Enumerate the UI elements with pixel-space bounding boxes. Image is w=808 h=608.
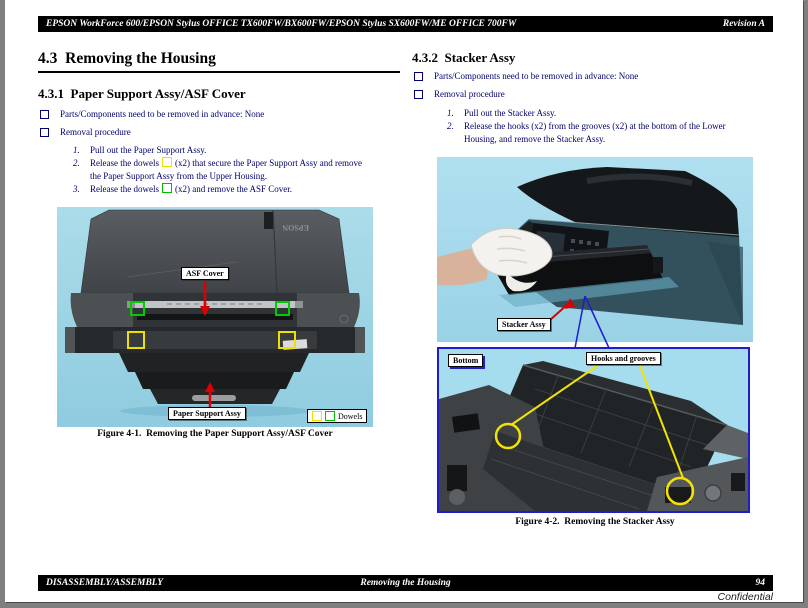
figure-4-1: EPSON — [57, 207, 373, 427]
step-row: 3. Release the dowels(x2) and remove the… — [73, 183, 292, 196]
header-bar: EPSON WorkForce 600/EPSON Stylus OFFICE … — [38, 16, 773, 32]
step-row: 1. Pull out the Stacker Assy. — [447, 107, 556, 120]
step-text: Pull out the Stacker Assy. — [464, 108, 557, 118]
bullet-label: Parts/Components need to be removed in a… — [60, 109, 265, 119]
section-heading: 4.3 Removing the Housing — [38, 50, 216, 67]
step-number: 1. — [447, 108, 454, 118]
figure-caption-1: Figure 4-1. Removing the Paper Support A… — [97, 429, 333, 439]
step-text: Pull out the Paper Support Assy. — [90, 145, 207, 155]
dowel-swatch-green-inline — [161, 183, 172, 193]
checkbox-icon — [40, 110, 49, 119]
checkbox-icon — [414, 72, 423, 81]
step-number: 2. — [73, 158, 80, 168]
step-row: 1. Pull out the Paper Support Assy. — [73, 144, 206, 157]
bottom-label: Bottom — [448, 354, 484, 367]
checkbox-icon — [40, 128, 49, 137]
step-row: 2. Release the dowels(x2) that secure th… — [73, 157, 390, 182]
bullet-parts-left: Parts/Components need to be removed in a… — [40, 109, 264, 120]
figure-caption-2: Figure 4-2. Removing the Stacker Assy — [515, 517, 675, 527]
hooks-grooves-label: Hooks and grooves — [586, 352, 661, 365]
footer-left: DISASSEMBLY/ASSEMBLY — [46, 578, 164, 588]
asf-cover-label: ASF Cover — [181, 267, 229, 280]
bullet-label: Parts/Components need to be removed in a… — [434, 71, 639, 81]
stacker-photo-illustration — [437, 157, 753, 342]
bullet-label: Removal procedure — [60, 127, 131, 137]
legend-yellow-swatch — [312, 411, 322, 421]
paper-support-label: Paper Support Assy — [168, 407, 246, 420]
header-title: EPSON WorkForce 600/EPSON Stylus OFFICE … — [46, 19, 517, 29]
manual-page: EPSON WorkForce 600/EPSON Stylus OFFICE … — [5, 0, 803, 603]
step-text: Release the hooks (x2) from the grooves … — [464, 121, 726, 144]
step-number: 3. — [73, 184, 80, 194]
dowel-swatch-yellow-inline — [161, 157, 172, 167]
brand-text: EPSON — [282, 223, 309, 232]
bullet-procedure-left: Removal procedure — [40, 127, 131, 138]
step-row: 2. Release the hooks (x2) from the groov… — [447, 120, 726, 145]
stacker-assy-label: Stacker Assy — [497, 318, 551, 331]
step-number: 1. — [73, 145, 80, 155]
step-text: Release the dowels(x2) that secure the P… — [90, 157, 362, 181]
subsection-heading-left: 4.3.1 Paper Support Assy/ASF Cover — [38, 86, 246, 101]
checkbox-icon — [414, 90, 423, 99]
bottom-inset-photo — [437, 347, 750, 513]
legend-label: Dowels — [338, 411, 363, 421]
bullet-parts-right: Parts/Components need to be removed in a… — [414, 71, 638, 82]
bullet-procedure-right: Removal procedure — [414, 89, 505, 100]
revision-label: Revision A — [722, 19, 765, 29]
figure-4-2: Stacker Assy Bottom Hooks and grooves — [437, 157, 758, 513]
section-heading-rule — [38, 71, 400, 73]
confidential-label: Confidential — [717, 591, 773, 603]
step-text: Release the dowels(x2) and remove the AS… — [90, 183, 292, 194]
printer-bottom-illustration — [439, 349, 748, 511]
step-number: 2. — [447, 121, 454, 131]
page-number: 94 — [755, 578, 766, 588]
dowels-legend: Dowels — [307, 409, 368, 423]
bullet-label: Removal procedure — [434, 89, 505, 99]
subsection-heading-right: 4.3.2 Stacker Assy — [412, 50, 516, 65]
legend-green-swatch — [325, 411, 335, 421]
footer-bar: DISASSEMBLY/ASSEMBLY Removing the Housin… — [38, 575, 773, 591]
printer-top-photo-illustration: EPSON — [57, 207, 373, 427]
